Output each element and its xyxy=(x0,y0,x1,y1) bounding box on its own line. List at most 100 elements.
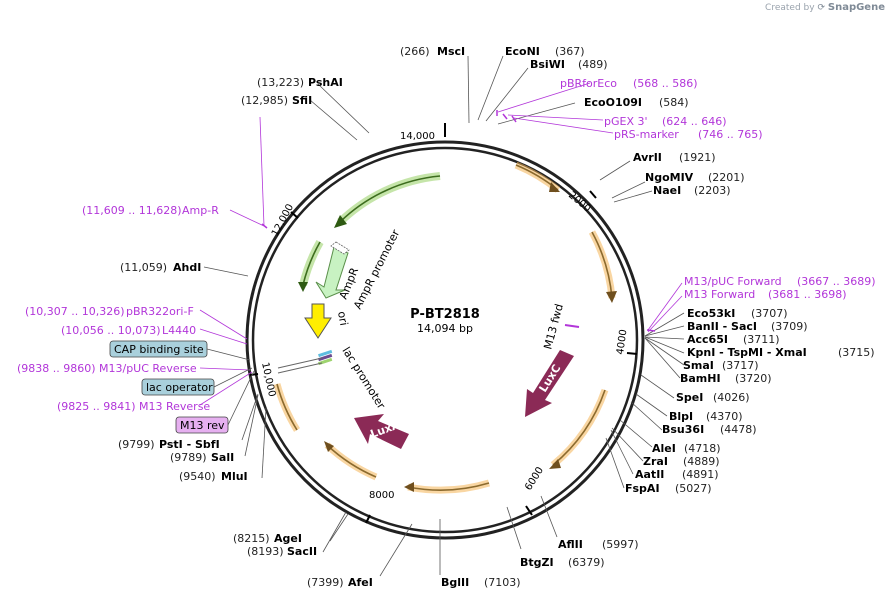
tick-8000: 8000 xyxy=(369,490,394,501)
ahdi-name: AhdI xyxy=(173,261,201,274)
aatii-name: AatII xyxy=(635,468,664,481)
m13puc-fwd-range: (3667 .. 3689) xyxy=(797,275,876,288)
tick-marks xyxy=(249,123,638,524)
agei-name: AgeI xyxy=(274,532,302,545)
arc-feature-5-head xyxy=(324,441,334,452)
m13-rev-range: (9825 .. 9841) xyxy=(57,400,136,413)
arc-ampr-outer-2-head xyxy=(298,282,308,292)
backbone-inner xyxy=(251,146,639,534)
lacop-label: lac operator xyxy=(146,381,213,394)
l4440-range: (10,056 .. 10,073) xyxy=(61,324,161,337)
sfii-pos: (12,985) xyxy=(241,94,288,107)
lac-feature-stripe-2 xyxy=(318,353,333,362)
ahdi-pos: (11,059) xyxy=(120,261,167,274)
sali-name: SalI xyxy=(211,451,234,464)
aflii-pos: (5997) xyxy=(602,538,639,551)
tick-10000: 10,000 xyxy=(259,361,277,398)
btgzi-pos: (6379) xyxy=(568,556,605,569)
bsiwi-name: BsiWI xyxy=(530,58,565,71)
alei-pos: (4718) xyxy=(684,442,721,455)
bamhi-name: BamHI xyxy=(680,372,721,385)
sacii-name: SacII xyxy=(287,545,317,558)
m13puc-rev-range: (9838 .. 9860) xyxy=(17,362,96,375)
m13puc-rev-label: M13/pUC Reverse xyxy=(99,362,197,375)
naei-pos: (2203) xyxy=(694,184,731,197)
arc-feature-3-head xyxy=(549,459,561,469)
lac-promoter-line-2 xyxy=(277,362,323,374)
spei-pos: (4026) xyxy=(713,391,750,404)
m13rev-label: M13 rev xyxy=(180,419,225,432)
snapgene-logo-icon: ⟳ xyxy=(817,3,825,13)
psti-pos: (9799) xyxy=(118,438,155,451)
luxc-arrow xyxy=(525,350,574,417)
fspai-name: FspAI xyxy=(625,482,660,495)
prs-range: (746 .. 765) xyxy=(698,128,763,141)
m13-rev-label: M13 Reverse xyxy=(139,400,210,413)
pbrforeco-label: pBRforEco xyxy=(560,77,617,90)
outer-feature-arcs xyxy=(273,161,617,494)
blpi-pos: (4370) xyxy=(706,410,743,423)
aflii-name: AflII xyxy=(558,538,583,551)
psti-name: PstI - SbfI xyxy=(159,438,220,451)
lac-promoter-line-1 xyxy=(277,357,323,369)
alei-name: AleI xyxy=(652,442,676,455)
ampr-primer-label: Amp-R xyxy=(182,204,219,217)
fspai-pos: (5027) xyxy=(675,482,712,495)
arc-feature-1-head xyxy=(549,182,560,192)
m13-fwd-marker xyxy=(564,324,580,328)
primer-leader-lines xyxy=(199,82,683,406)
bsu36i-name: Bsu36I xyxy=(662,423,704,436)
tick-14000: 14,000 xyxy=(400,131,435,142)
luxa-arrow xyxy=(354,414,409,449)
ampr-arrow xyxy=(315,246,349,299)
spei-name: SpeI xyxy=(676,391,703,404)
sfii-name: SfiI xyxy=(292,94,312,107)
smai-name: SmaI xyxy=(683,359,714,372)
banii-pos: (3709) xyxy=(771,320,808,333)
afei-name: AfeI xyxy=(348,576,373,589)
ampr-primer-range: (11,609 .. 11,628) xyxy=(82,204,182,217)
enzyme-labels: (266) MscI EcoNI (367) BsiWI (489) EcoO1… xyxy=(118,45,875,589)
agei-pos: (8215) xyxy=(233,532,270,545)
btgzi-name: BtgZI xyxy=(520,556,554,569)
afei-pos: (7399) xyxy=(307,576,344,589)
arc-ampr-outer-head xyxy=(334,215,347,228)
aatii-pos: (4891) xyxy=(682,468,719,481)
banii-name: BanII - SacI xyxy=(687,320,757,333)
msci-name: MscI xyxy=(437,45,465,58)
bamhi-pos: (3720) xyxy=(735,372,772,385)
prs-label: pRS-marker xyxy=(614,128,679,141)
primer-marks xyxy=(261,110,656,332)
plasmid-size: 14,094 bp xyxy=(417,322,473,335)
pgex3-label: pGEX 3' xyxy=(604,115,648,128)
acc65i-pos: (3711) xyxy=(743,333,780,346)
m13-fwd-primer-range: (3681 .. 3698) xyxy=(768,288,847,301)
snapgene-credit: Created by ⟳ SnapGene xyxy=(765,2,885,13)
boxed-features: CAP binding site lac operator M13 rev xyxy=(109,340,255,434)
mlui-pos: (9540) xyxy=(179,470,216,483)
pbrforeco-range: (568 .. 586) xyxy=(633,77,698,90)
ampr-promoter-label: AmpR promoter xyxy=(351,227,402,311)
arc-ampr-outer-2 xyxy=(299,240,324,287)
ori-label: ori xyxy=(335,310,350,326)
pbr322ori-label: pBR322ori-F xyxy=(126,305,194,318)
eco53ki-name: Eco53kI xyxy=(687,307,735,320)
primer-labels: pBRforEco (568 .. 586) pGEX 3' (624 .. 6… xyxy=(17,77,876,413)
arc-ampr-outer xyxy=(337,172,441,225)
sali-pos: (9789) xyxy=(170,451,207,464)
credit-prefix: Created by xyxy=(765,3,815,13)
zrai-name: ZraI xyxy=(643,455,668,468)
pshai-name: PshAI xyxy=(308,76,343,89)
econi-pos: (367) xyxy=(555,45,585,58)
msci-pos: (266) xyxy=(400,45,430,58)
ecoo109i-name: EcoO109I xyxy=(584,96,642,109)
ampr-promoter-arrow xyxy=(330,241,350,255)
bsu36i-pos: (4478) xyxy=(720,423,757,436)
smai-pos: (3717) xyxy=(722,359,759,372)
tick-4000: 4000 xyxy=(615,329,629,356)
arc-feature-6 xyxy=(273,383,300,432)
zrai-pos: (4889) xyxy=(683,455,720,468)
kpni-pos: (3715) xyxy=(838,346,875,359)
